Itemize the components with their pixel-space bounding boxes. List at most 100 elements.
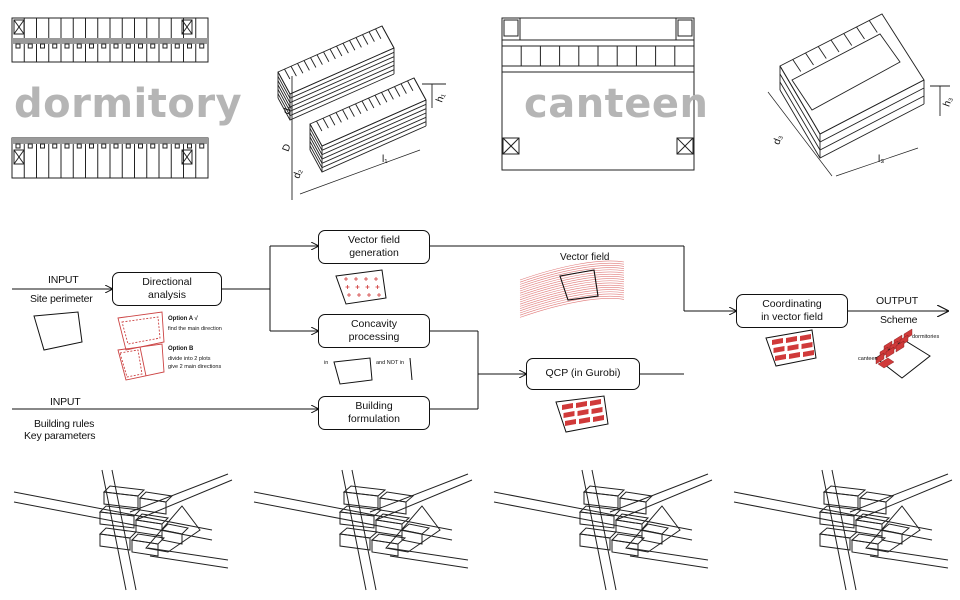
building-block xyxy=(786,336,797,343)
building-face xyxy=(851,539,879,557)
vector-field-label: Vector field xyxy=(560,252,610,263)
site-axo xyxy=(733,469,953,591)
building-block xyxy=(775,354,786,361)
window xyxy=(138,43,143,49)
dormitory-title: dormitory xyxy=(14,81,243,127)
window xyxy=(40,143,45,149)
triangle-site xyxy=(625,505,681,553)
dormitory-axonometric xyxy=(277,25,446,200)
field-line xyxy=(519,267,625,287)
scheme-result-thumb xyxy=(875,328,931,379)
room-line xyxy=(368,31,375,42)
building-face xyxy=(819,533,851,551)
window xyxy=(52,143,58,149)
box-line: Vector field xyxy=(348,233,400,246)
option-b-title: Option B xyxy=(168,346,193,354)
building-block xyxy=(562,403,573,410)
window xyxy=(138,143,143,149)
box-line: QCP (in Gurobi) xyxy=(545,367,621,380)
building-block xyxy=(565,419,576,426)
road-horizontal xyxy=(253,491,453,541)
building-face xyxy=(641,529,663,545)
dim-l1-label: l₁ xyxy=(382,154,388,165)
stair xyxy=(13,19,25,35)
room-line xyxy=(322,118,329,129)
field-line xyxy=(519,265,625,285)
field-line xyxy=(519,260,625,281)
room-line xyxy=(400,83,407,94)
roof xyxy=(779,13,925,135)
canteen-block xyxy=(877,357,895,369)
not-in-label: and NOT in xyxy=(376,360,405,366)
building-face xyxy=(99,533,131,551)
building-block xyxy=(803,350,814,357)
room-line xyxy=(336,45,343,57)
window xyxy=(174,43,180,49)
building-face xyxy=(881,529,903,545)
road-horizontal xyxy=(13,491,213,541)
road-lower xyxy=(387,547,469,569)
box-line: Coordinating xyxy=(762,297,822,310)
room-line xyxy=(342,109,349,120)
box-line: Concavity xyxy=(350,317,398,330)
input-1-sub: Site perimeter xyxy=(30,293,93,305)
building-block xyxy=(773,346,785,353)
room-line xyxy=(335,112,342,123)
building-block xyxy=(875,352,885,365)
building-formulation-box: Building formulation xyxy=(318,396,430,430)
room-line xyxy=(868,20,878,33)
box-line: Directional xyxy=(142,275,192,288)
room-line xyxy=(387,89,394,100)
building-face xyxy=(611,539,639,557)
building-face xyxy=(339,511,375,529)
room-line xyxy=(394,86,401,97)
building-face xyxy=(161,529,183,545)
coordinating-box: Coordinating in vector field xyxy=(736,294,848,328)
road-lower xyxy=(627,547,709,569)
window xyxy=(15,143,21,149)
box-line: in vector field xyxy=(761,311,823,323)
stair xyxy=(503,19,519,37)
stair xyxy=(13,149,25,165)
triangle-site xyxy=(385,505,441,553)
room-line xyxy=(362,34,369,45)
road-lower xyxy=(147,547,229,569)
window xyxy=(150,43,156,49)
room-line xyxy=(856,26,865,40)
stair-mark xyxy=(13,19,25,35)
building-face xyxy=(579,533,611,551)
window xyxy=(101,43,107,49)
window xyxy=(89,143,94,149)
building-face xyxy=(579,511,615,529)
window xyxy=(162,43,168,49)
room-line xyxy=(284,68,291,80)
road-diagonal xyxy=(609,473,713,521)
building-face xyxy=(619,497,647,515)
field-line xyxy=(519,276,625,296)
window xyxy=(174,143,180,149)
field-line xyxy=(519,293,625,314)
coord-result-thumb xyxy=(765,329,817,367)
building-face xyxy=(379,497,407,515)
field-line xyxy=(519,282,625,303)
building-block xyxy=(563,411,575,418)
window xyxy=(199,43,205,49)
stair-mark xyxy=(13,149,25,165)
courtyard xyxy=(791,33,901,111)
room-line xyxy=(329,48,336,60)
room-line xyxy=(310,57,317,68)
canteen-plan xyxy=(501,17,695,171)
site-axonometrics xyxy=(13,469,953,591)
site-axo xyxy=(253,469,473,591)
input-2-label: INPUT xyxy=(50,396,81,408)
building-face xyxy=(343,491,379,509)
box-line: generation xyxy=(349,247,399,259)
floor-line xyxy=(779,89,925,159)
window xyxy=(199,143,205,149)
stair xyxy=(677,19,693,37)
window xyxy=(89,43,94,49)
option-a-title-text: Option A √ xyxy=(168,316,198,322)
site-perimeter-thumb xyxy=(33,311,83,351)
edge xyxy=(413,77,427,101)
field-line xyxy=(519,295,625,316)
